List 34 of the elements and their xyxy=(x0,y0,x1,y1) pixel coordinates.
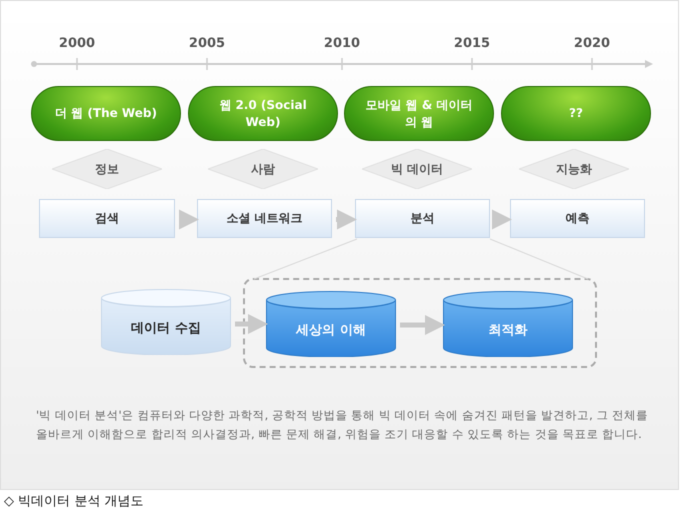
leader-line xyxy=(490,238,588,280)
node-label: 더 웹 (The Web) xyxy=(55,105,157,122)
process-box xyxy=(197,199,332,238)
node-label: ?? xyxy=(569,105,583,122)
description-text: '빅 데이터 분석'은 컴퓨터와 다양한 과학적, 공학적 방법을 통해 빅 데이터 속에 숨겨진 패턴을 발견하고, 그 전체를 올바르게 이해함으로 합리적 의사결정과, 빠른 문제 해결, 위험을 조기 대응할 수 있도록 하는 것을 목표로 합니다. xyxy=(36,407,650,443)
node-label: 지능화 xyxy=(556,160,592,178)
arrow xyxy=(179,210,199,230)
node-label: 모바일 웹 & 데이터의 웹 xyxy=(364,96,474,130)
process-box xyxy=(39,199,175,238)
node-label: 소셜 네트워크 xyxy=(226,210,303,227)
year-label: 2015 xyxy=(452,36,492,51)
node-label: 세상의 이해 xyxy=(296,322,366,338)
arrow xyxy=(492,210,512,230)
node-label: 빅 데이터 xyxy=(390,160,444,178)
node-label: 데이터 수집 xyxy=(131,320,201,336)
year-label: 2020 xyxy=(572,36,612,51)
leader-line xyxy=(254,238,358,280)
node-label: 예측 xyxy=(566,210,590,227)
dashed-group-frame xyxy=(243,278,597,368)
node-label: 웹 2.0 (Social Web) xyxy=(218,96,308,130)
arrow xyxy=(336,210,357,230)
node-label: 검색 xyxy=(95,210,119,227)
caption: ◇ 빅데이터 분석 개념도 xyxy=(4,493,144,510)
year-label: 2005 xyxy=(188,36,226,51)
year-label: 2010 xyxy=(322,36,362,51)
node-label: 정보 xyxy=(95,160,119,178)
process-box xyxy=(510,199,645,238)
node-label: 분석 xyxy=(410,210,434,227)
arrow xyxy=(235,314,268,334)
process-box xyxy=(355,199,490,238)
node-label: 사람 xyxy=(251,160,275,178)
node-label: 최적화 xyxy=(488,322,528,338)
year-label: 2000 xyxy=(58,36,96,51)
arrow xyxy=(400,315,445,335)
